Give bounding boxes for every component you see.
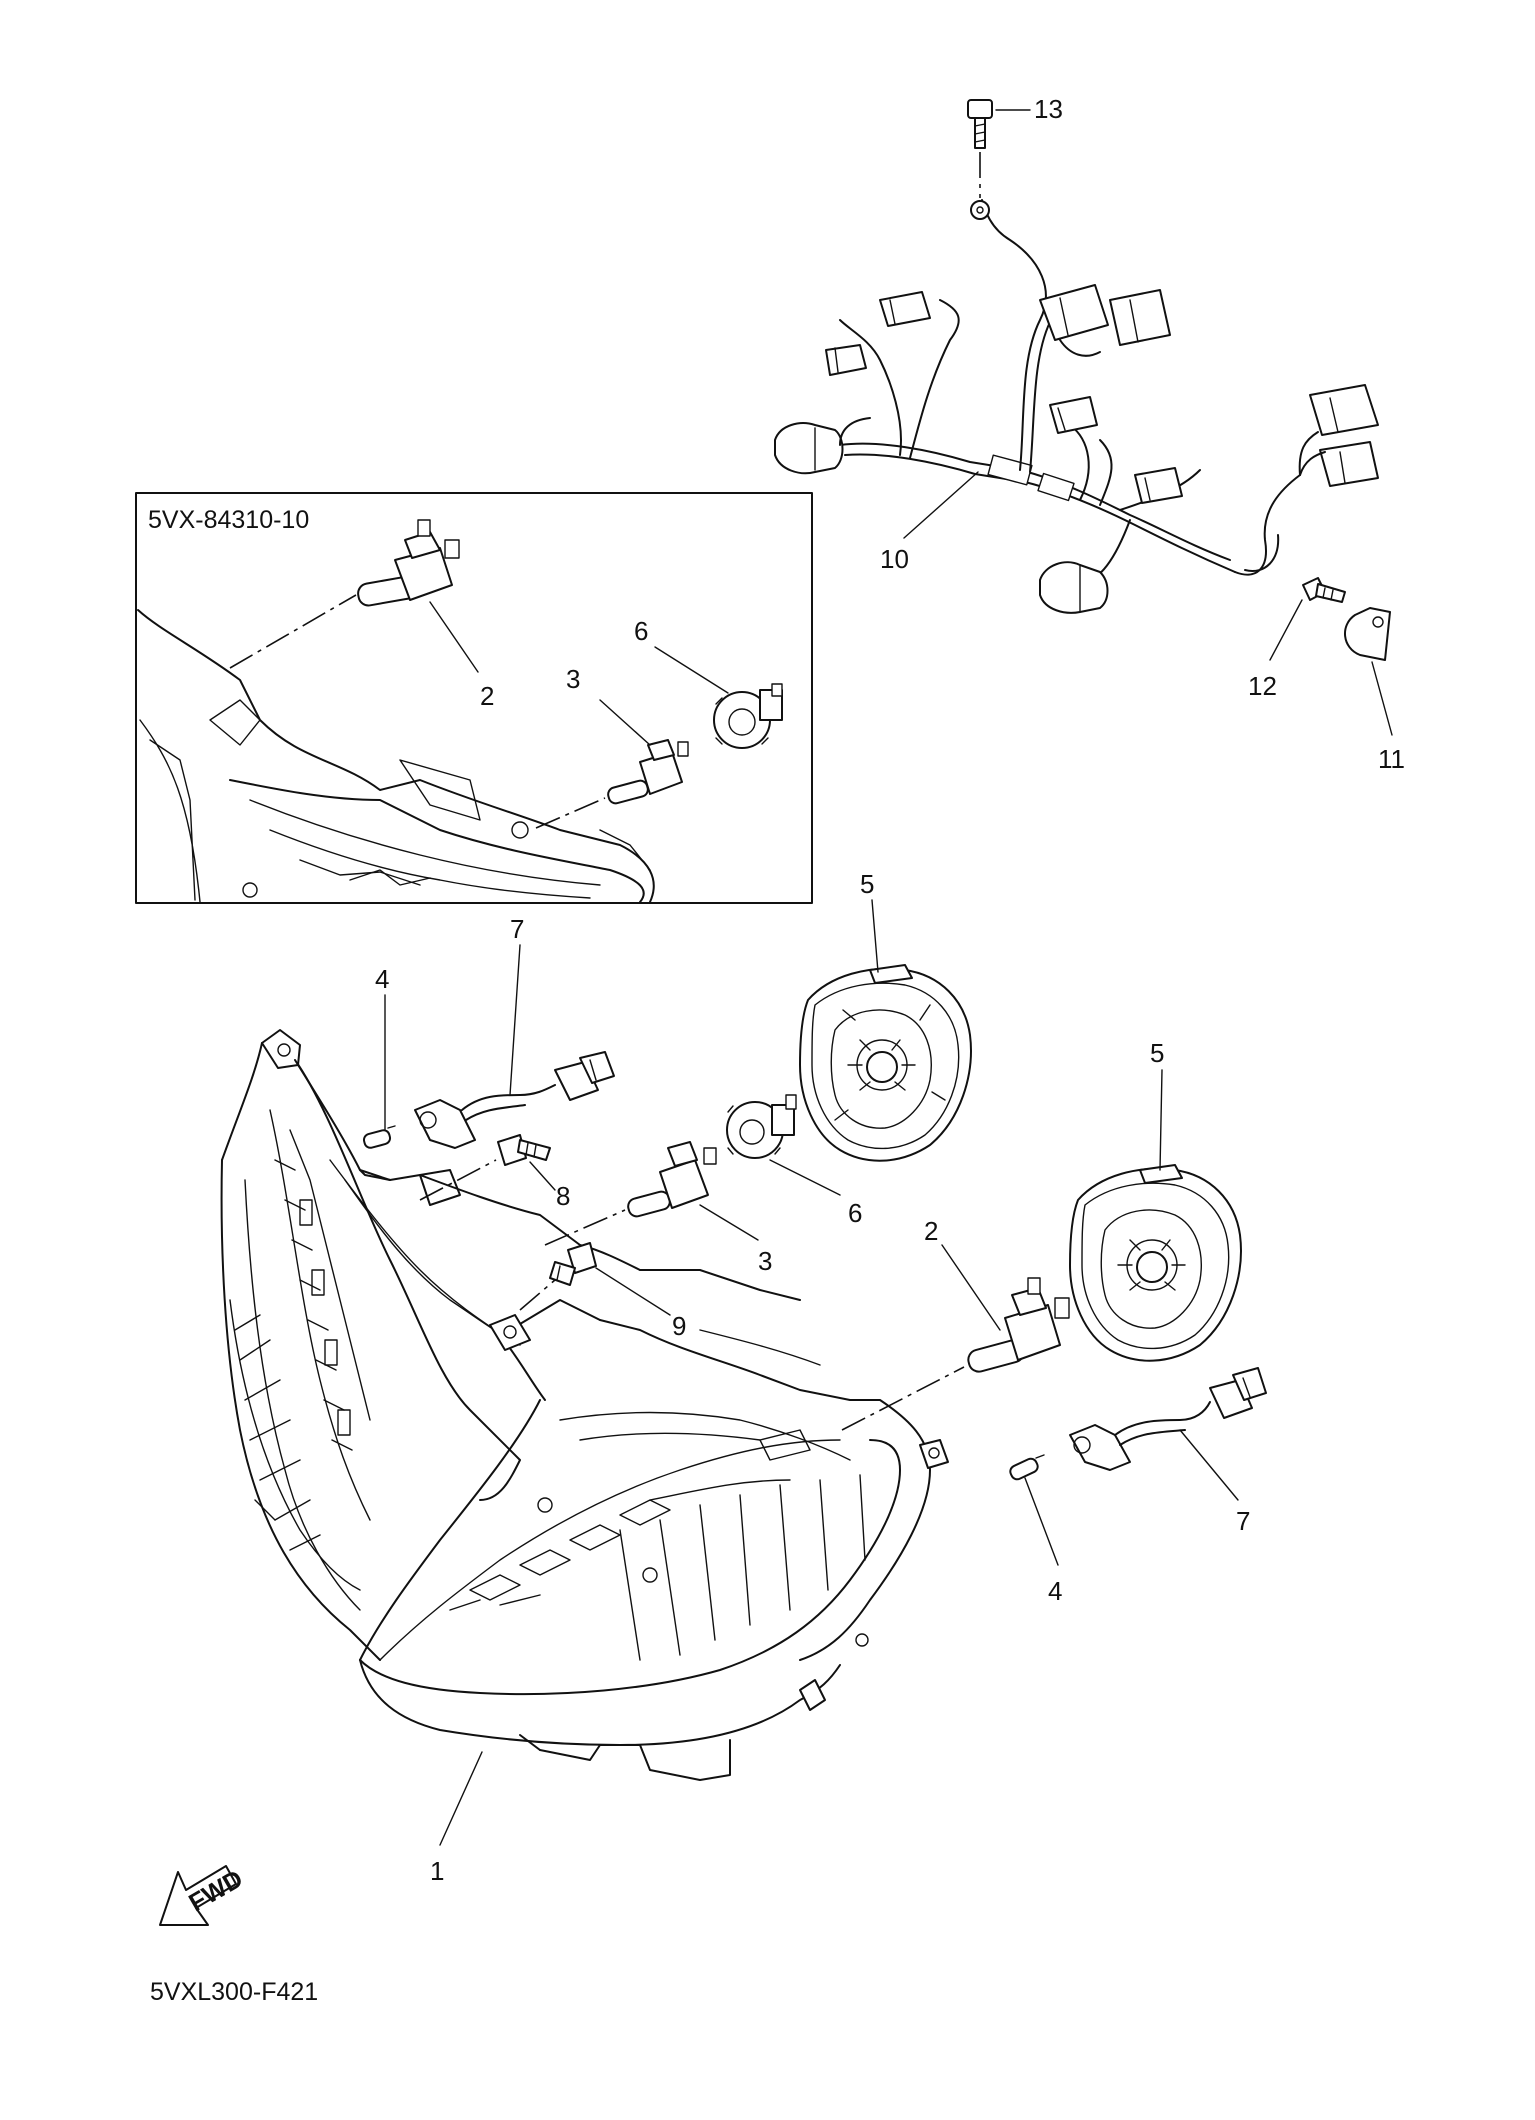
leader-9 [595,1267,671,1316]
callout-13: 13 [1034,94,1063,124]
callout-5-right: 5 [1150,1038,1164,1068]
screw-9 [549,1242,597,1286]
inset-socket-6 [713,683,783,749]
axis-8 [419,1159,497,1201]
axis-3 [544,1209,626,1246]
headlight-assembly-1 [220,1029,949,1781]
leader-12 [1269,599,1303,661]
callout-9: 9 [672,1311,686,1341]
inset-part-number: 5VX-84310-10 [148,506,309,534]
screw-8 [497,1134,551,1166]
callout-4-right: 4 [1048,1576,1062,1606]
leader-5-left [871,899,879,973]
leader-5-right [1159,1069,1163,1171]
bulb-socket-7-right [1069,1367,1267,1471]
callout-7-right: 7 [1236,1506,1250,1536]
axis-2 [841,1366,965,1431]
leader-6-inset [654,646,729,694]
inset-axis-3 [535,797,606,829]
inset-bulb-3 [607,739,689,805]
bolt-13 [967,99,993,198]
leader-3 [699,1204,759,1241]
leader-4-right [1024,1477,1059,1566]
leader-8 [529,1161,556,1191]
headlight-bulb-2 [967,1277,1070,1373]
callout-8: 8 [556,1181,570,1211]
callout-2: 2 [924,1216,938,1246]
callout-12: 12 [1248,671,1277,701]
dust-cover-5-right [1069,1164,1242,1362]
callout-7-left: 7 [510,914,524,944]
screw-12 [1302,577,1346,603]
leader-6 [769,1159,841,1196]
callout-6: 6 [848,1198,862,1228]
callout-3: 3 [758,1246,772,1276]
bulb-3 [627,1141,717,1218]
leader-7-right [1179,1429,1239,1501]
ground-terminal [970,200,990,220]
bulb-socket-6 [726,1094,797,1159]
callout-11: 11 [1378,744,1405,774]
callout-3-inset: 3 [566,664,580,694]
dust-cover-5-left [799,964,972,1162]
inset-frame [135,492,813,904]
callout-10: 10 [880,544,909,574]
inset-detail: 5VX-84310-10 2 [135,492,813,904]
inset-housing [137,609,655,903]
inset-axis-2 [229,594,357,669]
leader-7-left [509,944,521,1096]
bulb-socket-7-left [414,1051,615,1149]
leader-3-inset [599,699,651,746]
position-bulb-4-left [362,1125,396,1149]
leader-1 [439,1751,483,1846]
axis-9 [519,1279,556,1311]
position-bulb-4-right [1009,1454,1045,1481]
leader-2 [941,1244,1001,1331]
callout-1: 1 [430,1856,444,1886]
callout-2-inset: 2 [480,681,494,711]
callout-6-inset: 6 [634,616,648,646]
leader-2-inset [429,601,479,673]
callout-4-left: 4 [375,964,389,994]
inset-bulb-2 [357,519,460,607]
callout-5-left: 5 [860,869,874,899]
forward-direction-arrow: FWD [159,1865,248,1926]
leader-11 [1371,661,1393,736]
figure-code: 5VXL300-F421 [150,1978,318,2006]
wiring-harness [774,199,1379,614]
leader-10 [903,471,979,539]
clamp-11 [1344,607,1391,661]
